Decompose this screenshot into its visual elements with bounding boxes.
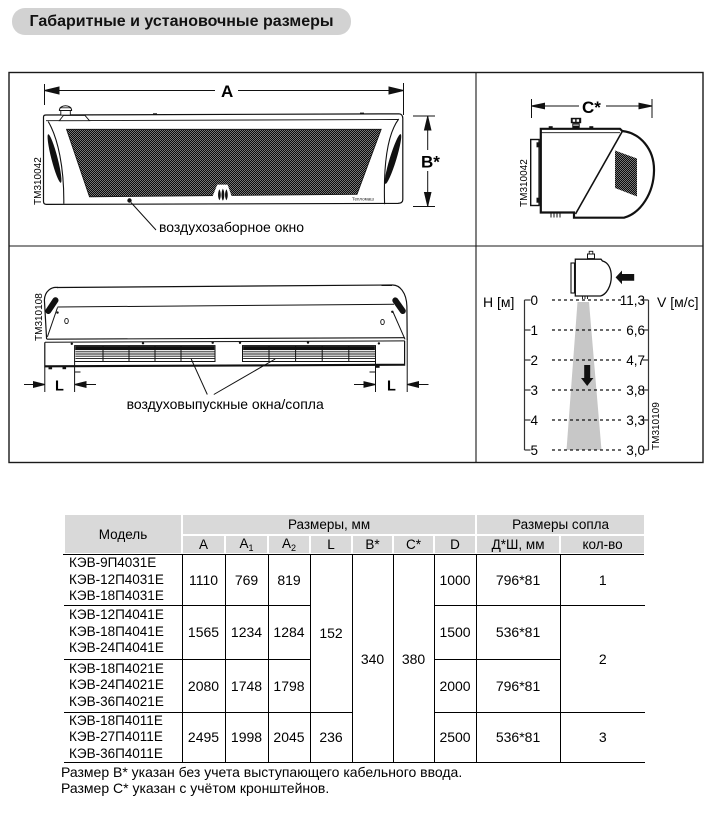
svg-text:B*: B* [421,153,440,172]
svg-text:воздухозаборное окно: воздухозаборное окно [159,219,304,235]
svg-text:Тепломаш: Тепломаш [352,197,374,202]
svg-text:4,7: 4,7 [626,353,645,368]
svg-text:1: 1 [531,323,539,338]
svg-text:C*: C* [582,98,601,117]
svg-text:H [м]: H [м] [483,294,514,310]
svg-text:TM310109: TM310109 [651,402,662,450]
svg-text:3,8: 3,8 [626,383,645,398]
svg-text:TM310042: TM310042 [519,159,530,207]
svg-text:6,6: 6,6 [626,323,645,338]
svg-text:TM310108: TM310108 [34,293,45,341]
svg-text:V [м/с]: V [м/с] [657,294,699,310]
svg-text:TM310042: TM310042 [33,157,44,205]
svg-text:L: L [55,379,64,395]
svg-text:5: 5 [531,443,539,458]
svg-text:0: 0 [531,293,539,308]
svg-text:4: 4 [531,413,539,428]
svg-text:3,0: 3,0 [626,443,645,458]
svg-text:A: A [221,82,233,101]
svg-text:3,3: 3,3 [626,413,645,428]
svg-text:2: 2 [531,353,539,368]
svg-text:воздуховыпускные окна/сопла: воздуховыпускные окна/сопла [127,396,324,412]
svg-text:11,3: 11,3 [620,293,645,308]
svg-text:3: 3 [531,383,539,398]
svg-text:L: L [387,379,396,395]
